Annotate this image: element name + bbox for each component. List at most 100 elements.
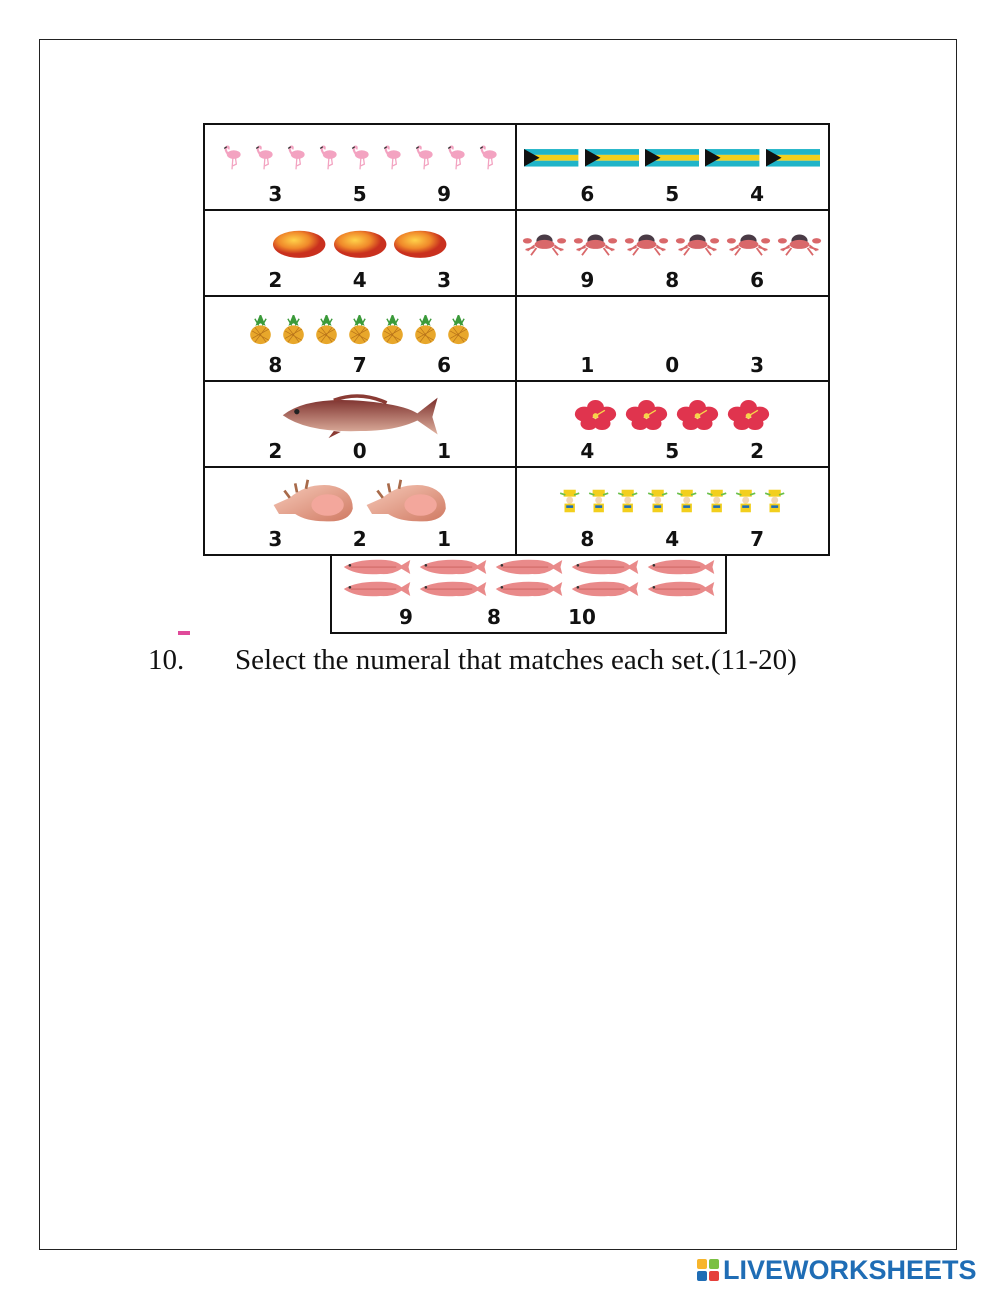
junkanoo-figure-icon	[705, 488, 728, 514]
numeral-option[interactable]: 2	[268, 439, 283, 464]
numeral-option[interactable]: 4	[750, 181, 765, 206]
numeral-options: 9 8 10	[332, 605, 725, 629]
picture-set	[517, 129, 829, 187]
picture-set	[517, 386, 829, 444]
question-number: 10.	[148, 644, 185, 676]
numeral-options: 1 0 3	[517, 353, 829, 377]
numeral-option[interactable]: 1	[437, 439, 452, 464]
numeral-option[interactable]: 4	[580, 439, 595, 464]
set-cell-11: 9 8 10	[330, 554, 727, 634]
conch-shell-icon	[270, 478, 356, 525]
numeral-options: 8 7 6	[205, 353, 515, 377]
set-cell-9: 3 2 1	[205, 468, 517, 554]
picture-set	[332, 558, 725, 598]
numeral-option[interactable]: 5	[665, 439, 680, 464]
grouper-fish-icon	[281, 391, 439, 439]
numeral-option[interactable]: 8	[580, 527, 595, 551]
numeral-options: 2 0 1	[205, 439, 515, 463]
numeral-option[interactable]: 9	[399, 605, 413, 629]
set-cell-3: 2 4 3	[205, 210, 517, 297]
numeral-option[interactable]: 8	[268, 353, 283, 378]
numeral-options: 4 5 2	[517, 439, 829, 463]
snapper-fish-icon	[342, 579, 412, 599]
flamingo-icon	[411, 145, 437, 171]
numeral-option[interactable]: 5	[352, 181, 367, 206]
numeral-options: 8 4 7	[517, 527, 829, 551]
picture-set	[205, 472, 515, 530]
numeral-options: 3 2 1	[205, 527, 515, 551]
sets-grid: 3 5 9 6 5 4 2 4 3 9 8 6 8 7 6 1 0 3 2 0 1 4 5 2 3 2 1 8 4 7	[203, 123, 830, 556]
crab-icon	[726, 230, 771, 257]
set-cell-1: 3 5 9	[205, 125, 517, 211]
numeral-option[interactable]: 3	[750, 353, 765, 378]
picture-set	[205, 301, 515, 359]
snapper-fish-icon	[494, 557, 564, 577]
flamingo-icon	[443, 145, 469, 171]
bahamas-flag-icon	[765, 149, 821, 167]
junkanoo-figure-icon	[734, 488, 757, 514]
numeral-option[interactable]: 8	[487, 605, 501, 629]
flamingo-icon	[251, 145, 277, 171]
numeral-option[interactable]: 8	[665, 267, 680, 292]
hibiscus-icon	[675, 400, 720, 431]
numeral-option[interactable]: 5	[665, 181, 680, 206]
numeral-options: 2 4 3	[205, 268, 515, 292]
numeral-option[interactable]: 9	[437, 181, 452, 206]
bahamas-flag-icon	[524, 149, 579, 167]
pineapple-icon	[313, 314, 340, 345]
numeral-option[interactable]: 3	[268, 527, 283, 551]
flamingo-icon	[219, 145, 245, 171]
set-cell-4: 9 8 6	[516, 211, 829, 297]
numeral-option[interactable]: 10	[568, 605, 596, 629]
numeral-option[interactable]: 7	[352, 353, 367, 378]
numeral-option[interactable]: 2	[352, 527, 367, 551]
junkanoo-figure-icon	[616, 488, 639, 514]
picture-set	[205, 129, 515, 187]
numeral-option[interactable]: 4	[665, 527, 680, 551]
numeral-option[interactable]: 2	[750, 439, 765, 464]
flamingo-icon	[283, 145, 309, 171]
crab-icon	[573, 230, 618, 257]
snapper-fish-icon	[570, 579, 640, 599]
numeral-option[interactable]: 3	[437, 267, 452, 292]
pineapple-icon	[247, 314, 274, 345]
numeral-option[interactable]: 1	[437, 527, 452, 551]
numeral-option[interactable]: 6	[580, 181, 595, 206]
picture-set	[517, 215, 829, 273]
numeral-option[interactable]: 0	[665, 353, 680, 378]
junkanoo-figure-icon	[675, 488, 698, 514]
hibiscus-icon	[726, 400, 771, 431]
mango-icon	[393, 229, 447, 260]
snapper-fish-icon	[494, 579, 564, 599]
snapper-fish-icon	[646, 557, 716, 577]
pink-mark	[178, 631, 190, 635]
question-10: 10.Select the numeral that matches each …	[148, 644, 797, 677]
numeral-option[interactable]: 1	[580, 353, 595, 378]
numeral-options: 3 5 9	[205, 182, 515, 206]
numeral-option[interactable]: 6	[750, 267, 765, 292]
numeral-option[interactable]: 2	[268, 267, 283, 292]
bahamas-flag-icon	[645, 149, 700, 167]
numeral-option[interactable]: 3	[268, 181, 283, 206]
junkanoo-figure-icon	[587, 488, 610, 514]
hibiscus-icon	[624, 400, 669, 431]
flamingo-icon	[347, 145, 373, 171]
numeral-option[interactable]: 7	[750, 527, 765, 551]
set-cell-2: 6 5 4	[516, 125, 829, 211]
pineapple-icon	[445, 314, 472, 345]
crab-icon	[777, 230, 822, 257]
numeral-option[interactable]: 6	[437, 353, 452, 378]
crab-icon	[675, 230, 720, 257]
numeral-option[interactable]: 0	[352, 439, 367, 464]
set-cell-5: 8 7 6	[205, 296, 517, 383]
worksheet-page-frame	[39, 39, 957, 1250]
pineapple-icon	[346, 314, 373, 345]
junkanoo-figure-icon	[558, 488, 581, 514]
pineapple-icon	[280, 314, 307, 345]
numeral-option[interactable]: 4	[352, 267, 367, 292]
numeral-option[interactable]: 9	[580, 267, 595, 292]
liveworksheets-logo-icon	[697, 1259, 719, 1281]
flamingo-icon	[475, 145, 501, 171]
liveworksheets-brand: LIVEWORKSHEETS	[697, 1254, 977, 1286]
snapper-fish-icon	[418, 557, 488, 577]
